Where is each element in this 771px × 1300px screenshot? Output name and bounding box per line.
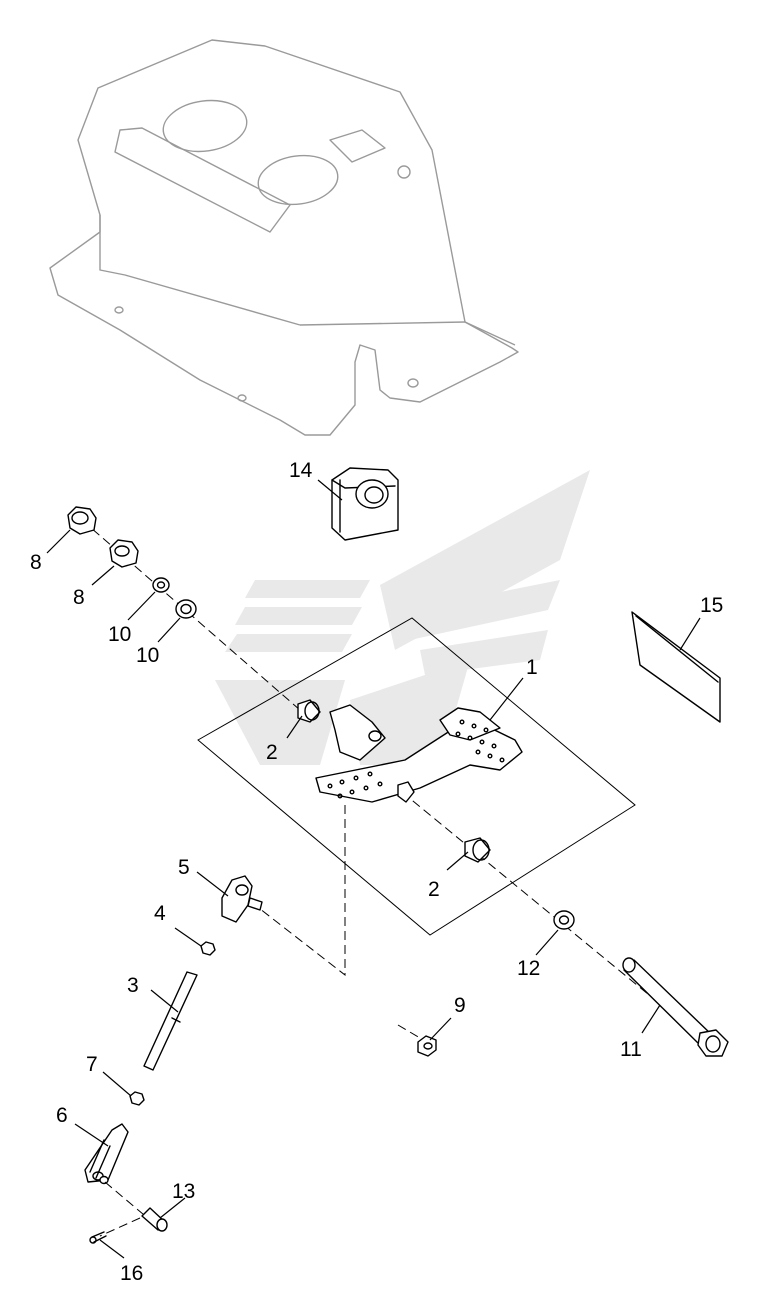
cotter-pin-axis-line <box>99 1217 141 1237</box>
rod-end <box>221 875 263 923</box>
pivot-bolt <box>622 957 729 1057</box>
callout-8-lower: 8 <box>73 586 85 609</box>
callout-14: 14 <box>289 459 313 482</box>
washer-small <box>152 577 170 593</box>
callout-9: 9 <box>454 994 466 1017</box>
watermark-logo <box>215 470 590 765</box>
leader-lines <box>46 479 701 1259</box>
pedal-assembly-frame <box>197 617 636 936</box>
callout-8-upper: 8 <box>30 551 42 574</box>
linkage-axis-line <box>254 805 346 977</box>
callout-2-lower: 2 <box>428 878 440 901</box>
callout-3: 3 <box>127 974 139 997</box>
callout-10-upper: 10 <box>108 623 131 646</box>
callout-7: 7 <box>86 1053 98 1076</box>
washer-bolt <box>553 910 575 930</box>
callout-13: 13 <box>172 1180 195 1203</box>
callout-1: 1 <box>526 656 538 679</box>
callout-11: 11 <box>620 1038 642 1061</box>
callout-labels: 1 2 2 3 4 5 6 7 8 8 9 10 10 11 12 13 14 … <box>30 459 723 1285</box>
bushing-upper <box>297 699 321 723</box>
bushing-lower <box>464 837 491 863</box>
callout-4: 4 <box>154 902 166 925</box>
clevis-pin <box>141 1207 168 1232</box>
bushing-block <box>331 467 399 541</box>
threaded-rod <box>143 971 198 1071</box>
callout-16: 16 <box>120 1262 143 1285</box>
jam-nut-lower <box>129 1091 145 1106</box>
washer-large <box>175 599 197 619</box>
hex-nut-lower <box>109 539 139 568</box>
clevis <box>84 1123 129 1185</box>
pedal <box>315 704 523 803</box>
hex-nut-upper <box>67 506 97 535</box>
clevis-pin-axis-line <box>104 1181 151 1221</box>
decal-plate <box>631 611 721 723</box>
jam-nut-upper <box>200 941 216 956</box>
callout-2-upper: 2 <box>266 741 278 764</box>
flange-nut <box>417 1035 437 1057</box>
callout-10-lower: 10 <box>136 644 159 667</box>
callout-12: 12 <box>517 957 540 980</box>
nut-axis-line <box>397 1024 421 1039</box>
callout-15: 15 <box>700 594 723 617</box>
console-housing <box>49 39 519 436</box>
callout-5: 5 <box>178 856 190 879</box>
cotter-pin <box>89 1231 107 1244</box>
callout-6: 6 <box>56 1104 68 1127</box>
